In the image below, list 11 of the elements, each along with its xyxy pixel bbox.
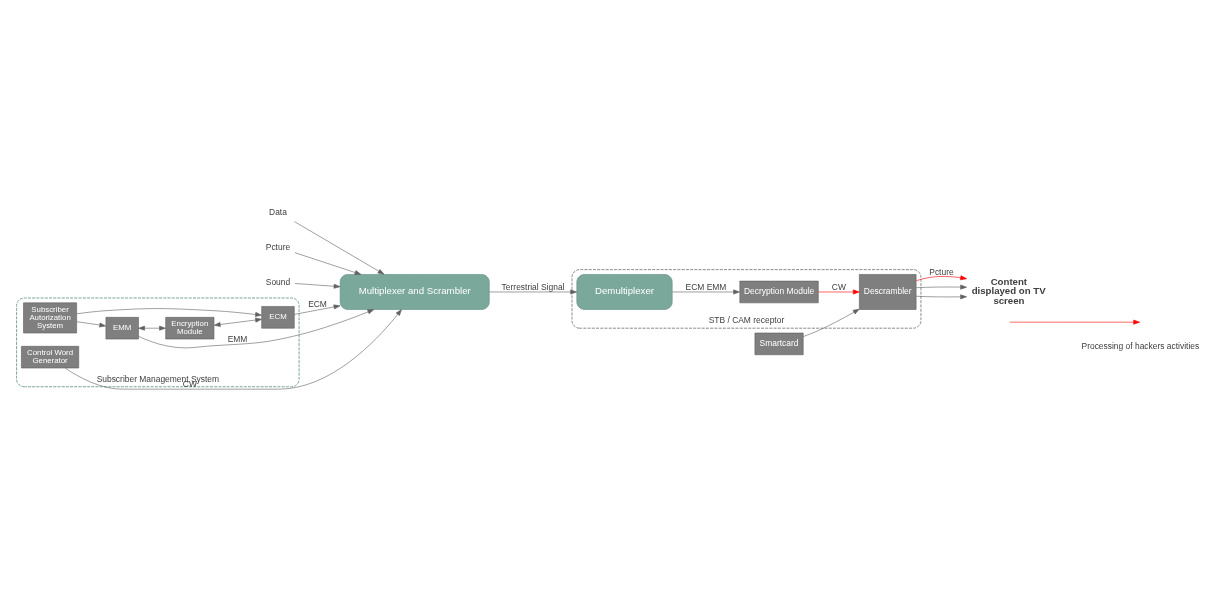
node-text: Content displayed on TV screen xyxy=(971,275,1046,306)
edge-label: EMM xyxy=(227,333,248,344)
edge-label: CW xyxy=(831,281,846,292)
edge-label: ECM xyxy=(308,298,327,309)
node-text: Pcture xyxy=(265,241,291,252)
legend-label: Processing of hackers activities xyxy=(1081,340,1200,351)
edge-label: Pcture xyxy=(929,266,954,277)
edge-label: Terrestrial Signal xyxy=(501,281,565,292)
node-text: Sound xyxy=(265,276,291,287)
node-text: Data xyxy=(269,206,287,217)
edge-label: ECM EMM xyxy=(685,281,727,292)
